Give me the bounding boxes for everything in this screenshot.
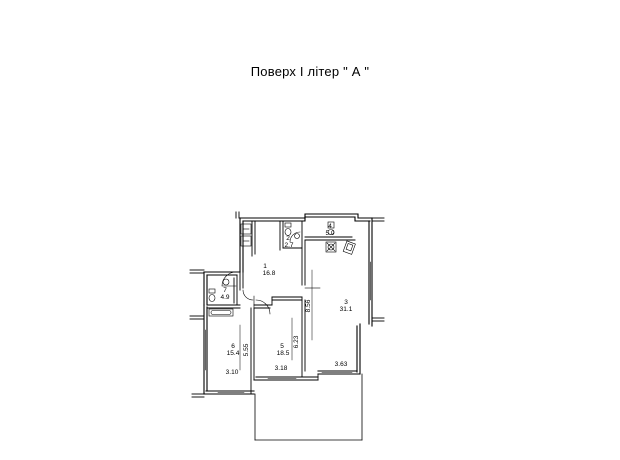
fixtures	[208, 221, 356, 317]
dimension-label: 5.55	[243, 343, 250, 356]
doors	[221, 231, 321, 315]
dimension-label: 8.56	[305, 299, 312, 312]
room-area: 5.0	[325, 230, 334, 237]
interior-walls	[206, 220, 356, 395]
room-area: 4.9	[220, 294, 229, 301]
room-number: 4	[328, 223, 332, 230]
room-area: 16.8	[263, 270, 276, 277]
page-title: Поверх І літер " А "	[250, 64, 370, 79]
dimension-label: 6.23	[293, 335, 300, 348]
outer-walls	[203, 213, 373, 395]
room-number: 5	[280, 343, 284, 350]
room-number: 6	[231, 343, 235, 350]
room-area: 2.7	[284, 242, 293, 249]
windows	[205, 261, 371, 393]
room-area: 18.5	[277, 350, 290, 357]
dimension-label: 3.18	[275, 365, 288, 372]
neighbour-wall-stubs	[189, 211, 385, 398]
room-area: 15.4	[227, 350, 240, 357]
dimension-label: 3.10	[226, 369, 239, 376]
room-number: 2	[286, 235, 290, 242]
room-number: 7	[223, 287, 227, 294]
room-number: 1	[263, 263, 267, 270]
room-area: 31.1	[340, 306, 353, 313]
room-number: 3	[344, 299, 348, 306]
dimension-lines	[239, 269, 313, 371]
dimension-label: 3.63	[335, 361, 348, 368]
balcony	[254, 373, 363, 441]
